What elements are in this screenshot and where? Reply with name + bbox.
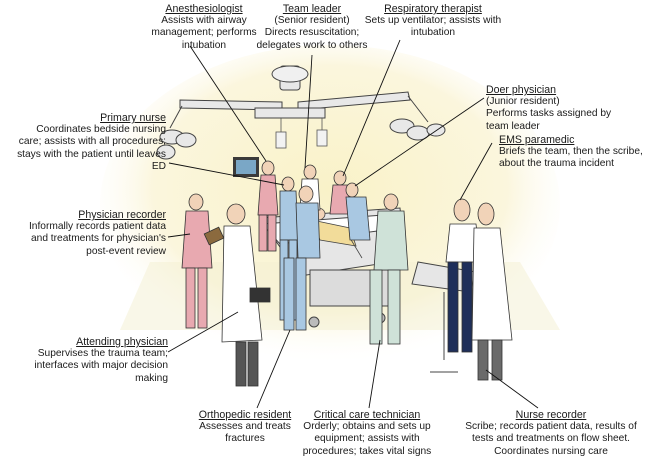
ems-paramedic-title: EMS paramedic (499, 134, 575, 146)
critical-care-technician-desc: Orderly; obtains and sets up equipment; … (302, 421, 432, 457)
nurse-recorder-desc: Scribe; records patient data, results of… (465, 421, 637, 457)
doer-physician-title: Doer physician (486, 84, 557, 96)
primary-nurse-desc: Coordinates bedside nursing care; assist… (17, 124, 166, 172)
label-team-leader: Team leader (Senior resident) Directs re… (247, 3, 377, 52)
critical-care-technician-title: Critical care technician (313, 409, 421, 421)
anesthesiologist-desc: Assists with airway management; performs… (151, 15, 257, 51)
label-attending-physician: Attending physician Supervises the traum… (6, 336, 168, 385)
primary-nurse-title: Primary nurse (100, 112, 166, 124)
orthopedic-resident-desc: Assesses and treats fractures (199, 421, 291, 445)
doer-physician-desc: Performs tasks assigned by team leader (486, 108, 612, 132)
team-leader-sub: (Senior resident) (274, 15, 350, 27)
ceiling-light-rig (156, 65, 446, 160)
anesthesiologist-title: Anesthesiologist (165, 3, 243, 15)
orthopedic-resident-title: Orthopedic resident (198, 409, 292, 421)
wall-monitor (233, 157, 259, 177)
team-leader-desc: Directs resuscitation; delegates work to… (256, 27, 368, 51)
label-respiratory-therapist: Respiratory therapist Sets up ventilator… (362, 3, 504, 40)
physician-recorder-title: Physician recorder (78, 209, 166, 221)
label-doer-physician: Doer physician (Junior resident) Perform… (486, 84, 614, 133)
label-nurse-recorder: Nurse recorder Scribe; records patient d… (455, 409, 647, 458)
ems-paramedic-desc: Briefs the team, then the scribe, about … (499, 146, 643, 170)
label-orthopedic-resident: Orthopedic resident Assesses and treats … (190, 409, 300, 446)
leader-lines (167, 39, 539, 409)
label-ems-paramedic: EMS paramedic Briefs the team, then the … (499, 134, 645, 171)
respiratory-therapist-title: Respiratory therapist (384, 3, 482, 15)
label-critical-care-technician: Critical care technician Orderly; obtain… (301, 409, 433, 458)
label-physician-recorder: Physician recorder Informally records pa… (14, 209, 166, 258)
doer-physician-sub: (Junior resident) (486, 96, 560, 108)
attending-physician-desc: Supervises the trauma team; interfaces w… (34, 348, 168, 384)
attending-physician-title: Attending physician (76, 336, 168, 348)
label-primary-nurse: Primary nurse Coordinates bedside nursin… (14, 112, 166, 173)
team-leader-title: Team leader (282, 3, 342, 15)
nurse-recorder-title: Nurse recorder (515, 409, 587, 421)
physician-recorder-desc: Informally records patient data and trea… (28, 221, 166, 257)
label-anesthesiologist: Anesthesiologist Assists with airway man… (136, 3, 272, 52)
team-figures (181, 160, 513, 387)
iv-bags (275, 118, 328, 149)
respiratory-therapist-desc: Sets up ventilator; assists with intubat… (364, 15, 502, 39)
